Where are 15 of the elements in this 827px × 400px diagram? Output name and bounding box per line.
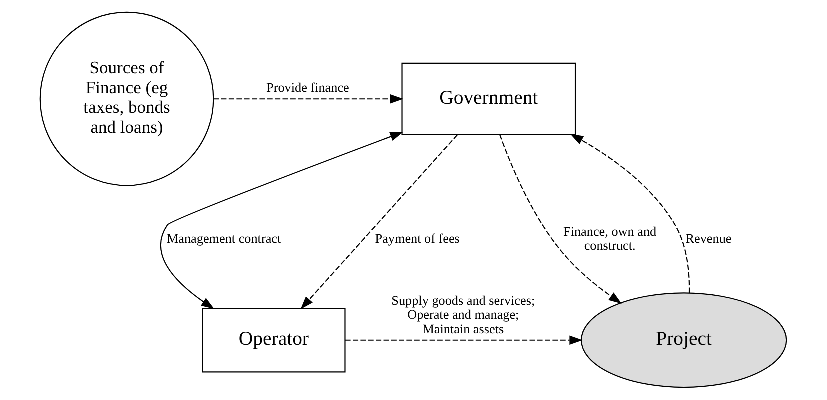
node-circle: Sources of Finance (eg taxes, bonds and loans)	[40, 12, 214, 186]
node-box: Operator	[202, 308, 346, 373]
arrow	[570, 134, 690, 294]
edge-label: Payment of fees	[375, 230, 460, 246]
arrow	[214, 94, 404, 104]
edge-label: Management contract	[166, 230, 282, 246]
edge-label: Finance, own and construct.	[564, 224, 657, 254]
arrow	[499, 134, 622, 304]
edge-label: Supply goods and services; Operate and manage; Maintain assets	[392, 292, 536, 336]
arrow	[345, 336, 583, 345]
arrow	[300, 134, 458, 310]
arrow	[160, 132, 404, 310]
node-box: Government	[402, 62, 576, 136]
edge-label: Provide finance	[266, 80, 350, 96]
edge-label: Revenue	[686, 230, 732, 246]
